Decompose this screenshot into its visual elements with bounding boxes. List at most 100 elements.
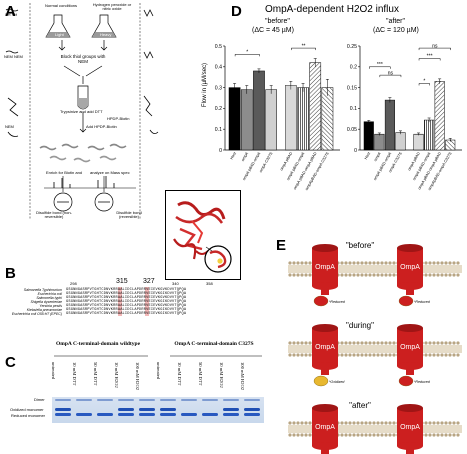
lipid-head: [360, 273, 364, 277]
lipid-head: [344, 353, 348, 357]
ompa-barrel-top: [312, 324, 338, 332]
chart-0-category-label: ompA: [241, 151, 250, 162]
lipid-head: [428, 433, 432, 437]
lipid-head: [308, 433, 312, 437]
lipid-head: [292, 273, 296, 277]
lipid-head: [380, 273, 384, 277]
label-hydrogen-peroxide: Hydrogen peroxide or nitric oxide: [92, 2, 132, 11]
ctd-domain: [398, 295, 414, 307]
lipid-head: [348, 353, 352, 357]
pos-315: 315: [116, 278, 128, 285]
stage-before-label: "before": [346, 241, 375, 250]
lipid-head: [296, 433, 300, 437]
panel-letter-c: C: [5, 354, 16, 371]
lipid-head: [448, 433, 452, 437]
chart-1-sig-bracket: [418, 83, 430, 86]
lipid-head: [444, 261, 448, 265]
ompa-label: OmpA: [400, 344, 420, 351]
lipid-head: [428, 353, 432, 357]
lipid-head: [432, 421, 436, 425]
lipid-head: [308, 353, 312, 357]
domain-state-label: *Oxidized: [329, 380, 345, 384]
gel-band: [244, 413, 260, 417]
ompa-barrel: [312, 408, 338, 446]
lipid-head: [432, 433, 436, 437]
chart-before-delta: (ΔC = 45 µM): [252, 27, 294, 34]
lipid-head: [452, 433, 456, 437]
lipid-head: [288, 353, 292, 357]
lipid-head: [380, 421, 384, 425]
lipid-head: [300, 261, 304, 265]
lipid-head: [352, 433, 356, 437]
ompa-barrel: [312, 328, 338, 366]
lipid-head: [428, 273, 432, 277]
ompa-barrel: [312, 248, 338, 286]
lipid-head: [372, 261, 376, 265]
lipid-head: [352, 341, 356, 345]
lipid-head: [296, 261, 300, 265]
gel-band: [139, 413, 155, 417]
pos-340: 340: [172, 281, 179, 286]
lipid-head: [428, 341, 432, 345]
lipid-head: [424, 421, 428, 425]
gel-label-oxidized: Oxidized monomer: [10, 407, 44, 412]
lipid-head: [304, 353, 308, 357]
membrane-core: [288, 265, 462, 273]
gel-band: [223, 408, 239, 412]
lipid-head: [356, 261, 360, 265]
lipid-head: [424, 273, 428, 277]
lipid-head: [300, 433, 304, 437]
lipid-head: [444, 421, 448, 425]
gel-label-reduced: Reduced monomer: [11, 413, 46, 418]
chart-1-ytick-label: 0.2: [350, 65, 357, 71]
lipid-head: [372, 353, 376, 357]
lipid-head: [364, 433, 368, 437]
lipid-head: [308, 261, 312, 265]
ctd-domain: [398, 375, 414, 387]
lipid-head: [352, 273, 356, 277]
lipid-head: [388, 341, 392, 345]
lipid-head: [360, 433, 364, 437]
lipid-head: [436, 261, 440, 265]
chart-1-ytick-label: 0: [354, 148, 357, 154]
label-normal-conditions: Normal conditions: [45, 3, 78, 8]
lipid-head: [372, 421, 376, 425]
chart-0-ytick-label: 0.1: [215, 127, 222, 133]
alignment-row: Escherichia coli O55:H7 (EPEC)GSGNNGASRP…: [0, 312, 260, 316]
alignment: 298 315 327 340 358 Salmonella Typhimuri…: [0, 278, 300, 332]
lipid-head: [440, 261, 444, 265]
lipid-head: [376, 353, 380, 357]
gel-band: [139, 408, 155, 412]
chart-0-sig-label: **: [302, 43, 306, 49]
lipid-head: [452, 341, 456, 345]
ompa-barrel-top: [397, 404, 423, 412]
chart-1-category-label: ompA: [373, 151, 382, 162]
chart-title: OmpA-dependent H2O2 influx: [265, 4, 399, 15]
lipid-head: [388, 273, 392, 277]
organism-name: Salmonella typhi: [36, 296, 62, 300]
organism-name: Klebsiella pneumoniae: [26, 308, 62, 312]
lipid-head: [392, 273, 396, 277]
lipid-head: [348, 273, 352, 277]
gel-band: [118, 399, 134, 401]
lipid-head: [344, 421, 348, 425]
lipid-head: [340, 261, 344, 265]
gel-band: [160, 413, 176, 417]
label-bond-left: Disulfide bond (non-reversible): [36, 210, 72, 219]
gel-band: [160, 399, 176, 401]
lipid-head: [456, 261, 460, 265]
lipid-head: [436, 421, 440, 425]
panel-letter-e: E: [276, 237, 287, 254]
ompa-label: OmpA: [315, 424, 335, 431]
ompa-label: OmpA: [400, 264, 420, 271]
membrane-core: [288, 425, 462, 433]
lipid-head: [448, 273, 452, 277]
organism-name: Escherichia coli: [37, 292, 62, 296]
chart-1-sig-label: *: [423, 79, 425, 85]
lipid-head: [308, 421, 312, 425]
lipid-head: [376, 341, 380, 345]
label-nem-side: NEM: [5, 124, 14, 129]
